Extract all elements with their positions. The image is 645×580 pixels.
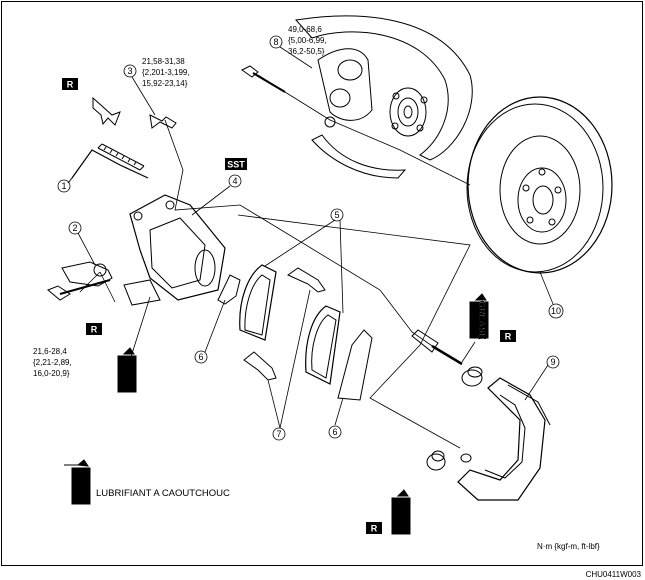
callout-5: 5 (330, 208, 344, 222)
grease-can-mid (117, 347, 137, 393)
callout-6a: 6 (194, 350, 208, 364)
hub-knuckle (295, 15, 473, 179)
callout-10: 10 (539, 271, 564, 319)
svg-text:7: 7 (276, 429, 281, 439)
guide-pin (411, 329, 463, 366)
torque-3-line2: {2,201-3,199, (142, 68, 190, 77)
assembly-lines (79, 74, 549, 449)
caliper-bracket (457, 377, 551, 501)
figure-code: CHU0411W003 (585, 570, 641, 579)
svg-text:GREASE: GREASE (477, 301, 487, 339)
callout-8: 8 (269, 35, 313, 69)
callout-1: 1 (57, 179, 71, 193)
boot-upper (461, 366, 483, 387)
svg-text:R: R (371, 524, 378, 534)
torque-2-line2: {2,21-2,89, (33, 358, 72, 367)
svg-text:R: R (505, 332, 512, 342)
svg-text:9: 9 (550, 357, 555, 367)
svg-text:5: 5 (334, 210, 339, 220)
svg-text:8: 8 (273, 37, 278, 47)
legend-text: LUBRIFIANT A CAOUTCHOUC (96, 488, 230, 499)
torque-2-line1: 21,6-28,4 (33, 347, 67, 356)
shim-inner (217, 274, 373, 401)
brake-pad-outer (305, 305, 341, 385)
pad-clips (243, 267, 326, 381)
callout-4: 4 (191, 174, 242, 216)
torque-3-line3: 15,92-23,14} (142, 79, 188, 88)
badge-r-lower: R (366, 522, 382, 534)
brake-pad-inner (239, 264, 277, 341)
grease-can-legend (64, 459, 91, 505)
diagram-frame (1, 1, 643, 566)
brake-disc (466, 96, 613, 274)
svg-text:6: 6 (198, 352, 203, 362)
torque-8-line3: 36,2-50,5} (288, 47, 325, 56)
badge-sst: SST (225, 158, 247, 170)
svg-text:SST: SST (227, 160, 245, 170)
grease-can-lower (391, 489, 411, 535)
badge-r-mount: R (86, 323, 102, 335)
brake-hose (67, 143, 149, 184)
grease-can-upper: GREASE (469, 293, 489, 340)
svg-text:3: 3 (127, 66, 132, 76)
mount-2 (47, 261, 113, 301)
callout-3: 3 (123, 64, 156, 116)
callout-7: 7 (272, 427, 286, 441)
torque-8-line1: 49,0-68,6 (288, 25, 322, 34)
svg-text:R: R (91, 325, 98, 335)
bolt-3 (149, 114, 177, 129)
callout-9: 9 (546, 355, 560, 369)
callout-2: 2 (68, 221, 96, 266)
badge-r-clip: R (62, 78, 78, 90)
torque-8-line2: {5,00-6,99, (288, 36, 327, 45)
svg-text:4: 4 (232, 176, 237, 186)
svg-text:2: 2 (72, 223, 77, 233)
svg-text:R: R (67, 80, 74, 90)
caliper-body (123, 194, 226, 306)
badge-r-boot: R (500, 330, 516, 342)
torque-2-line3: 16,0-20,9} (33, 369, 70, 378)
callout-6b: 6 (328, 425, 342, 439)
retaining-clip (92, 96, 121, 126)
svg-text:1: 1 (61, 181, 66, 191)
torque-3-line1: 21,58-31,38 (142, 57, 185, 66)
svg-text:10: 10 (551, 306, 561, 316)
units-note: N·m {kgf-m, ft-lbf} (537, 542, 600, 551)
svg-text:6: 6 (332, 427, 337, 437)
bolt-8 (241, 65, 286, 93)
boot-lower (426, 450, 472, 471)
